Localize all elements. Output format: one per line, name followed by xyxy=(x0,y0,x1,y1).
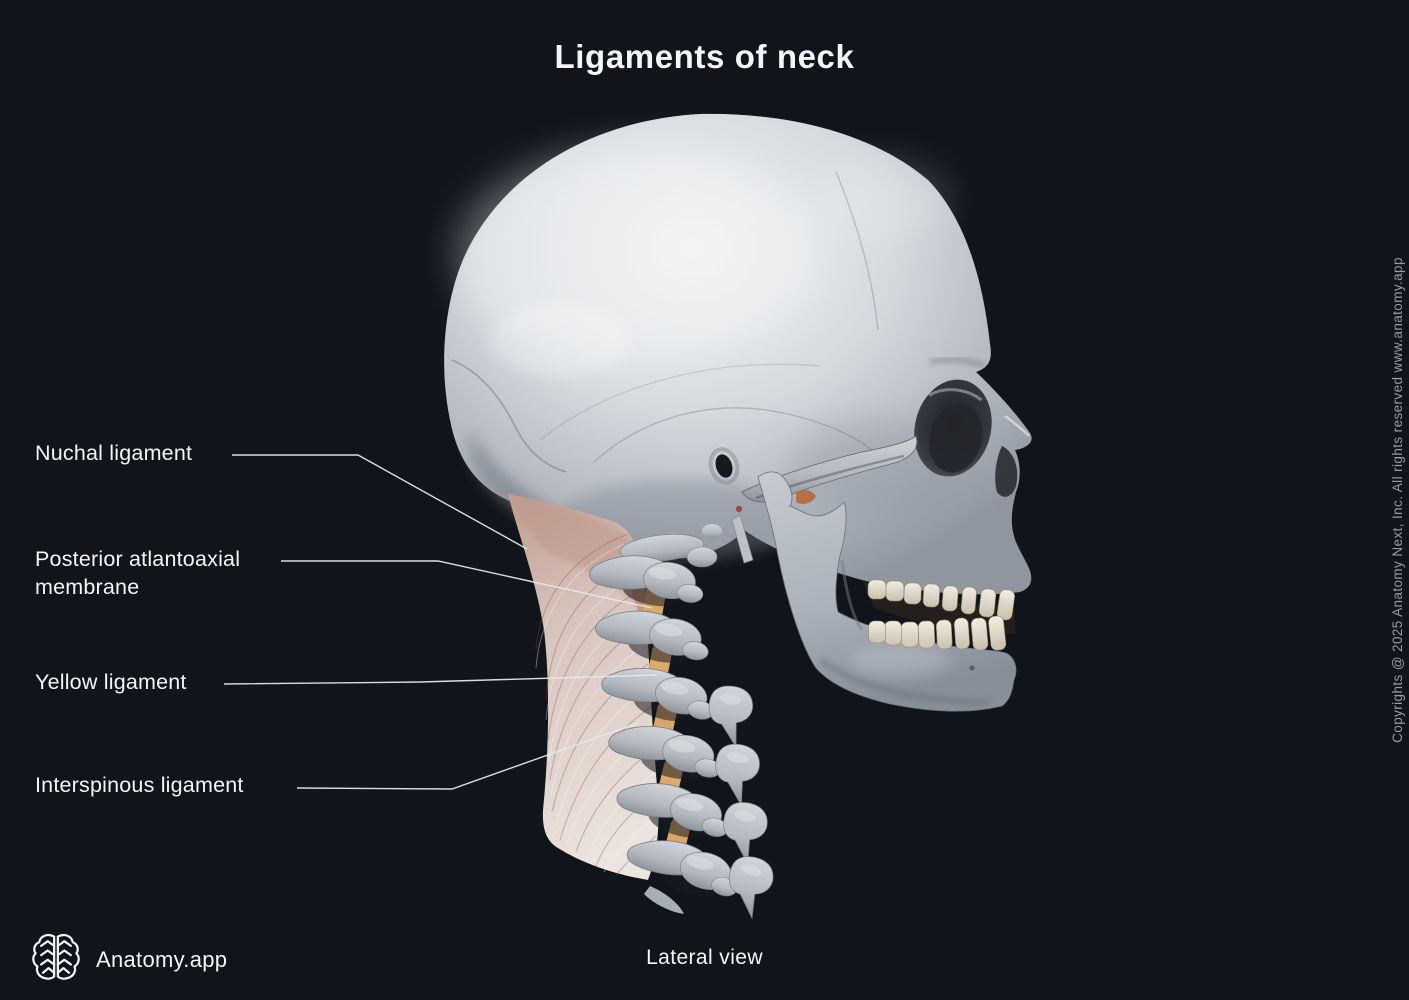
cervical-spine xyxy=(585,514,779,922)
ear-canal xyxy=(708,447,740,485)
label-interspinous-ligament: Interspinous ligament xyxy=(35,773,244,797)
label-yellow-ligament: Yellow ligament xyxy=(35,670,187,694)
lower-teeth xyxy=(868,615,1007,651)
label-posterior-atlantoaxial-membrane: Posterior atlantoaxial membrane xyxy=(35,547,241,599)
eye-socket xyxy=(914,379,992,477)
label-nuchal-ligament: Nuchal ligament xyxy=(35,441,193,465)
cranium xyxy=(444,113,1032,595)
upper-teeth xyxy=(867,579,1015,621)
leader-line-nuchal-ligament xyxy=(232,454,528,550)
brand-name: Anatomy.app xyxy=(96,946,228,972)
leader-lines xyxy=(223,454,658,790)
mandible xyxy=(757,471,1017,712)
nasal-aperture xyxy=(995,446,1018,497)
page-title: Ligaments of neck xyxy=(554,38,855,75)
leader-line-posterior-atlantoaxial-membrane xyxy=(281,560,653,609)
brand: Anatomy.app xyxy=(30,929,227,990)
brain-icon xyxy=(30,929,82,990)
copyright-text: Copyrights @ 2025 Anatomy Next, Inc. All… xyxy=(1390,257,1405,743)
view-label: Lateral view xyxy=(646,946,763,969)
leader-line-yellow-ligament xyxy=(223,674,658,685)
leader-line-interspinous-ligament xyxy=(296,722,639,790)
